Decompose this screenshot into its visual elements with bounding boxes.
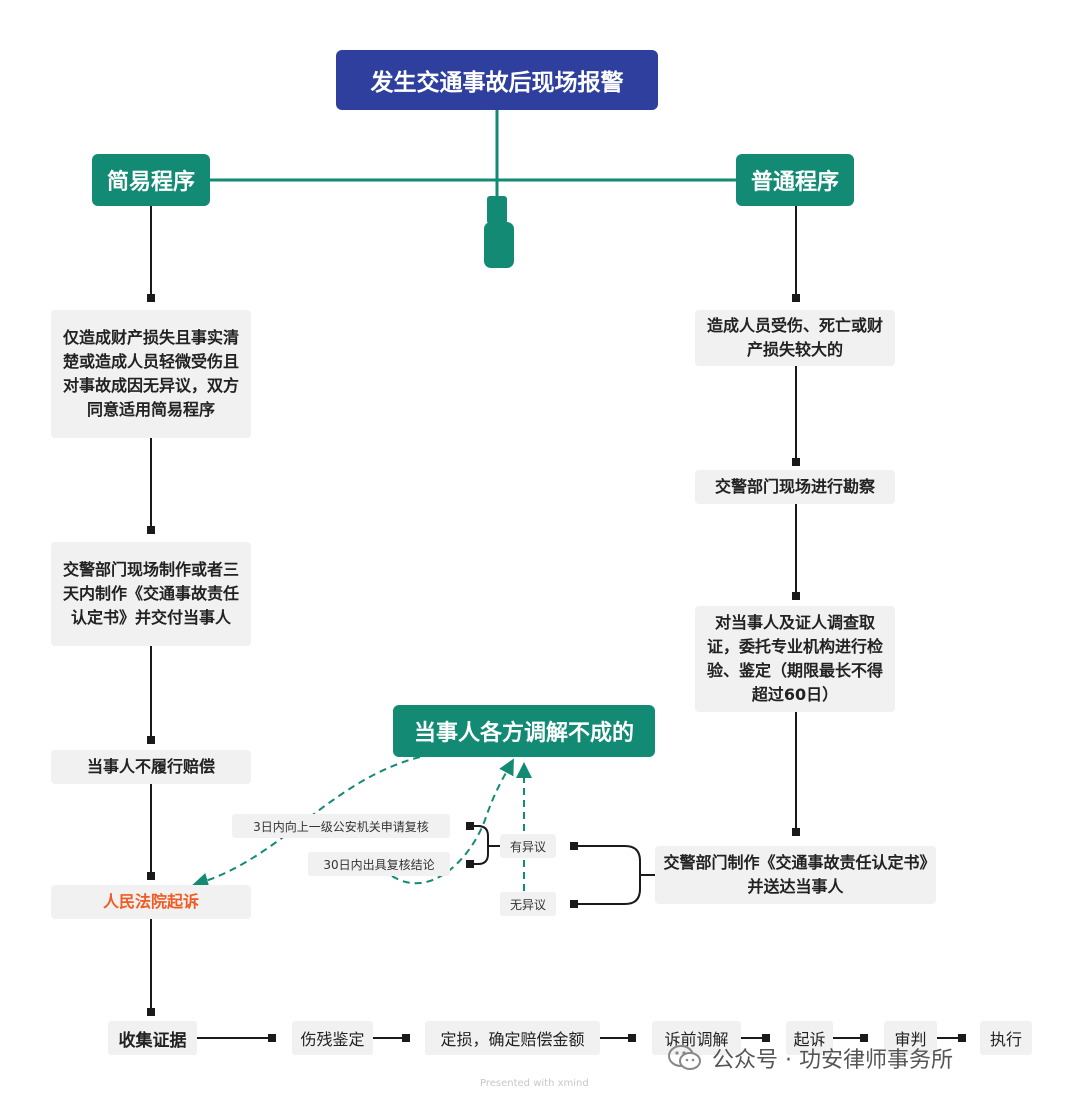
court-lawsuit-node: 人民法院起诉 (51, 885, 251, 919)
bottom-damage-assessment: 定损，确定赔偿金额 (425, 1021, 600, 1055)
connector-plug (487, 196, 507, 224)
simple-procedure-node: 简易程序 (92, 154, 210, 206)
simple-step-2: 交警部门现场制作或者三天内制作《交通事故责任认定书》并交付当事人 (51, 542, 251, 646)
normal-step-3: 对当事人及证人调查取证，委托专业机构进行检验、鉴定（期限最长不得超过60日） (695, 606, 895, 712)
wechat-icon (668, 1045, 702, 1071)
objection-label: 有异议 (500, 834, 556, 858)
no-objection-label: 无异议 (500, 892, 556, 916)
watermark: 公众号 · 功安律师事务所 (668, 1042, 953, 1074)
bottom-pre-litigation-mediation: 诉前调解 (652, 1021, 741, 1055)
bottom-execution: 执行 (980, 1021, 1032, 1055)
review-result-label: 30日内出具复核结论 (308, 852, 450, 876)
normal-step-2: 交警部门现场进行勘察 (695, 470, 895, 504)
presented-with-label: Presented with xmind (480, 1078, 589, 1089)
bottom-evidence: 收集证据 (108, 1021, 197, 1055)
mediation-failed-node: 当事人各方调解不成的 (393, 705, 655, 757)
root-node: 发生交通事故后现场报警 (336, 50, 658, 110)
watermark-text: 公众号 · 功安律师事务所 (712, 1048, 953, 1073)
bottom-disability-appraisal: 伤残鉴定 (292, 1021, 373, 1055)
simple-step-3: 当事人不履行赔偿 (51, 750, 251, 784)
normal-step-1: 造成人员受伤、死亡或财产损失较大的 (695, 310, 895, 366)
simple-step-1: 仅造成财产损失且事实清楚或造成人员轻微受伤且对事故成因无异议，双方同意适用简易程… (51, 310, 251, 438)
bottom-prosecution: 起诉 (786, 1021, 833, 1055)
bottom-trial: 审判 (884, 1021, 937, 1055)
normal-procedure-node: 普通程序 (736, 154, 854, 206)
review-apply-label: 3日内向上一级公安机关申请复核 (232, 814, 450, 838)
normal-step-4: 交警部门制作《交通事故责任认定书》并送达当事人 (655, 846, 936, 904)
